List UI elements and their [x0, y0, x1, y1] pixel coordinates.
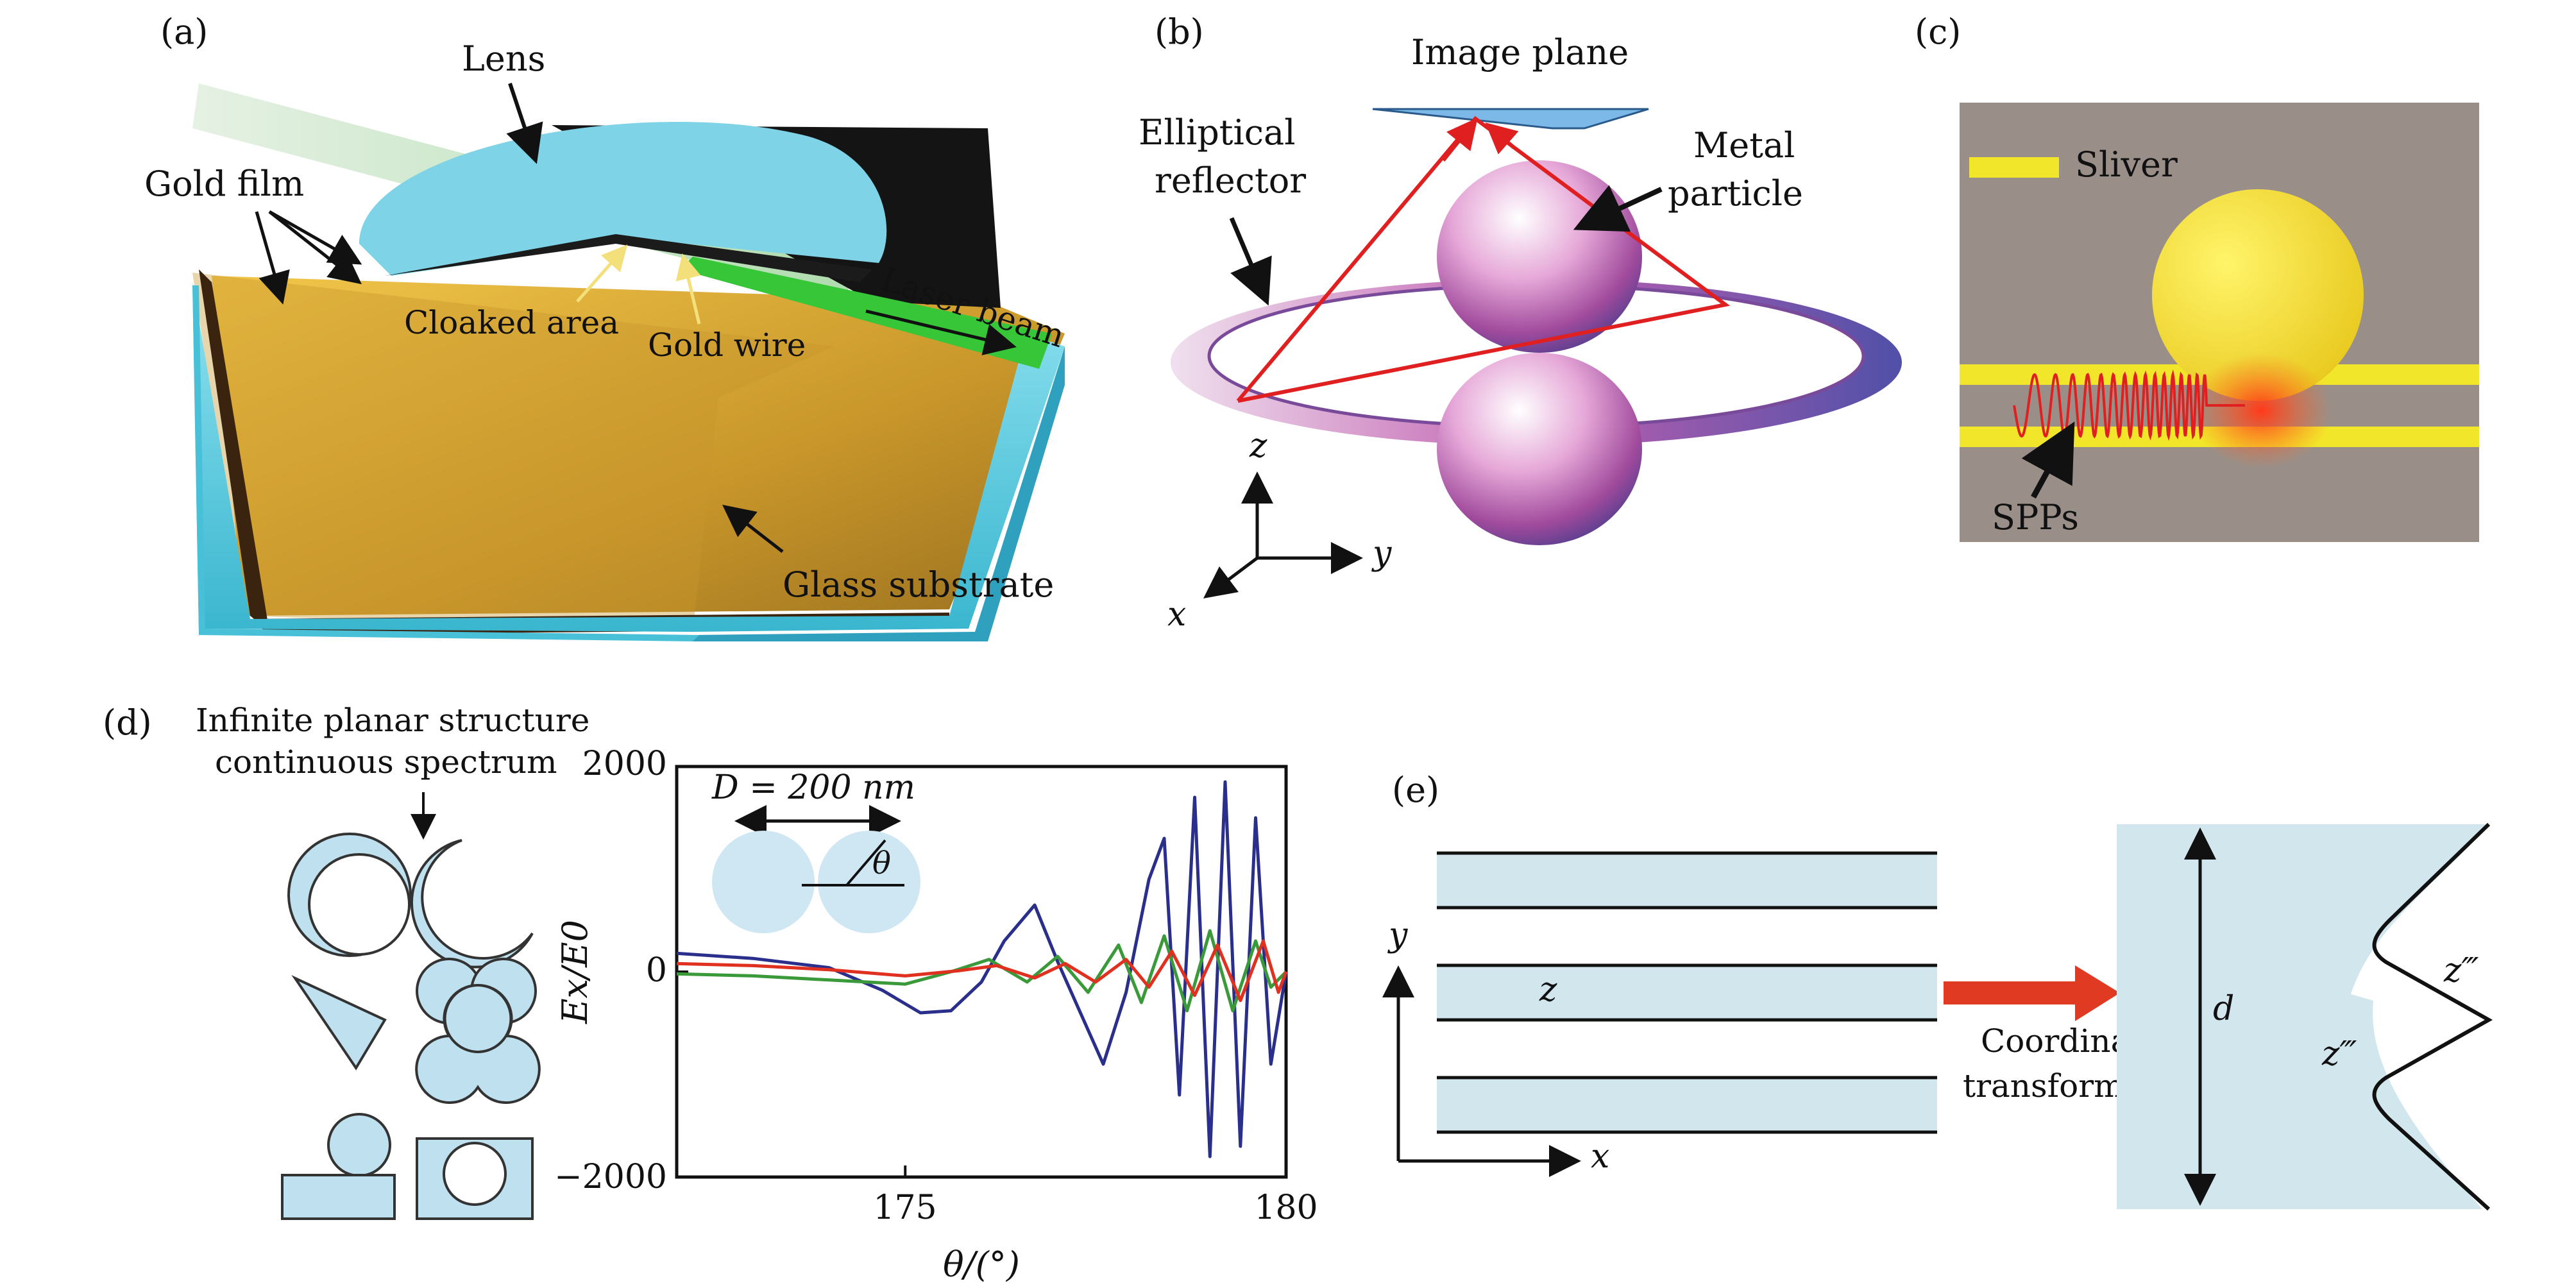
metal-particle-label-1: Metal [1693, 125, 1795, 165]
gold-film-arrow-2 [268, 210, 362, 265]
chart: 2000 0 −2000 175 180 θ/(°) Ex/E0 D = 200… [554, 745, 1318, 1285]
shape-triangle [291, 975, 387, 1071]
laser-beam-arrow [865, 309, 1017, 355]
inset-particle-right [818, 831, 920, 933]
strip-1 [1437, 853, 1937, 908]
y-tick-label-2000: 2000 [582, 745, 667, 783]
panel-d-tag: (d) [103, 702, 152, 743]
ray-arrow-right [1485, 123, 1519, 155]
strip-3 [1437, 1078, 1937, 1132]
y-tick-label-0: 0 [646, 951, 667, 990]
axis-x-arrow [1203, 557, 1258, 598]
series-line-3 [676, 939, 1288, 1003]
x-tick-label-180: 180 [1254, 1189, 1318, 1227]
shape-crescent [410, 839, 534, 969]
panel-e-tag: (e) [1392, 770, 1439, 810]
z3-label-left: z‴ [2321, 1035, 2357, 1073]
panel-c-tag: (c) [1915, 12, 1961, 52]
inset-D-label: D = 200 nm [711, 768, 915, 807]
panel-d-heading-1: Infinite planar structure [196, 702, 589, 739]
elliptical-label-2: reflector [1155, 160, 1306, 201]
z-label: z [1539, 970, 1557, 1009]
gold-film-surface [212, 276, 1065, 616]
panel-c: (c) Sliver SPPs [1915, 12, 2479, 542]
axis-x-label-e: x [1591, 1137, 1609, 1176]
panel-b-tag: (b) [1155, 12, 1204, 52]
metal-particle-bottom [1437, 353, 1642, 545]
chart-ticks [677, 765, 1287, 1178]
cloaked-area-arrow [576, 244, 628, 303]
series-line-1 [676, 780, 1288, 1158]
ray-arrow-left [1441, 117, 1478, 162]
panel-b: (b) Image plane Elliptical reflector Met… [1139, 12, 1902, 634]
shape-hole [443, 1142, 507, 1206]
x-axis-label: θ/(°) [943, 1244, 1020, 1285]
transform-arrow-head [2075, 965, 2120, 1021]
gold-wire-arrow [675, 253, 701, 325]
transform-arrow-body [1944, 981, 2078, 1004]
metal-particle-label-2: particle [1668, 173, 1803, 214]
hot-spot [2190, 353, 2332, 468]
axis-y-label: y [1371, 534, 1392, 573]
inset-theta-label: θ [872, 845, 891, 881]
gold-film-arrow-3 [268, 210, 362, 285]
x-tick-label-175: 175 [873, 1189, 936, 1227]
glass-substrate-front [192, 282, 1065, 632]
metal-particle-top [1437, 160, 1642, 353]
series-line-2 [676, 929, 1287, 1013]
inset-particle-left [712, 831, 815, 933]
chart-series [676, 780, 1288, 1158]
metal-particle-arrow [1573, 185, 1663, 232]
panel-d-heading-2: continuous spectrum [215, 743, 557, 781]
sliver-label: Sliver [2075, 144, 2178, 185]
lens-arrow [506, 83, 543, 164]
axis-z-label: z [1249, 427, 1267, 465]
shape-peanut [415, 984, 541, 1104]
elliptical-arrow [1229, 217, 1272, 306]
spps-arrow [2021, 421, 2075, 499]
gold-film-label: Gold film [144, 164, 304, 204]
glass-substrate-label: Glass substrate [783, 564, 1054, 605]
spps-label: SPPs [1992, 497, 2079, 538]
inset-angle-line [845, 839, 886, 886]
panel-e: (e) y x z Coordinate transformation d z‴… [1382, 770, 2493, 1211]
shape-circle-inner [308, 853, 411, 956]
lens-label: Lens [462, 38, 545, 79]
gold-film-edge-left [199, 269, 269, 632]
lens-gap [385, 234, 872, 282]
shape-particle-on-film [327, 1113, 391, 1177]
glass-substrate-arrow [722, 504, 784, 553]
y-tick-label-neg2000: −2000 [554, 1158, 667, 1196]
gold-film-arrow-1 [255, 211, 290, 305]
gold-wire-label: Gold wire [648, 326, 806, 364]
lens-shape [359, 121, 887, 276]
transformed-boundary [2372, 822, 2493, 1211]
z3-label-right: z‴ [2443, 951, 2479, 990]
sliver-nanoparticle [2152, 189, 2364, 401]
panel-a-tag: (a) [160, 12, 208, 52]
image-plane-label: Image plane [1411, 32, 1629, 72]
strip-2 [1437, 965, 1937, 1020]
transformed-domain [2117, 824, 2489, 1209]
d-label: d [2213, 990, 2234, 1028]
shape-film [281, 1174, 396, 1220]
axis-y-label-e: y [1387, 916, 1408, 954]
panel-a: (a) Lens Gold film Cloaked area Gold wir… [144, 12, 1069, 641]
gold-film-shade [192, 273, 834, 632]
elliptical-label-1: Elliptical [1139, 112, 1295, 153]
image-plane [1372, 108, 1649, 130]
sliver-legend-swatch [1969, 157, 2059, 178]
y-axis-label: Ex/E0 [555, 920, 595, 1024]
axis-x-label: x [1167, 595, 1186, 634]
panel-d: (d) Infinite planar structure continuous… [103, 702, 1318, 1285]
cloaked-area-label: Cloaked area [404, 304, 619, 341]
